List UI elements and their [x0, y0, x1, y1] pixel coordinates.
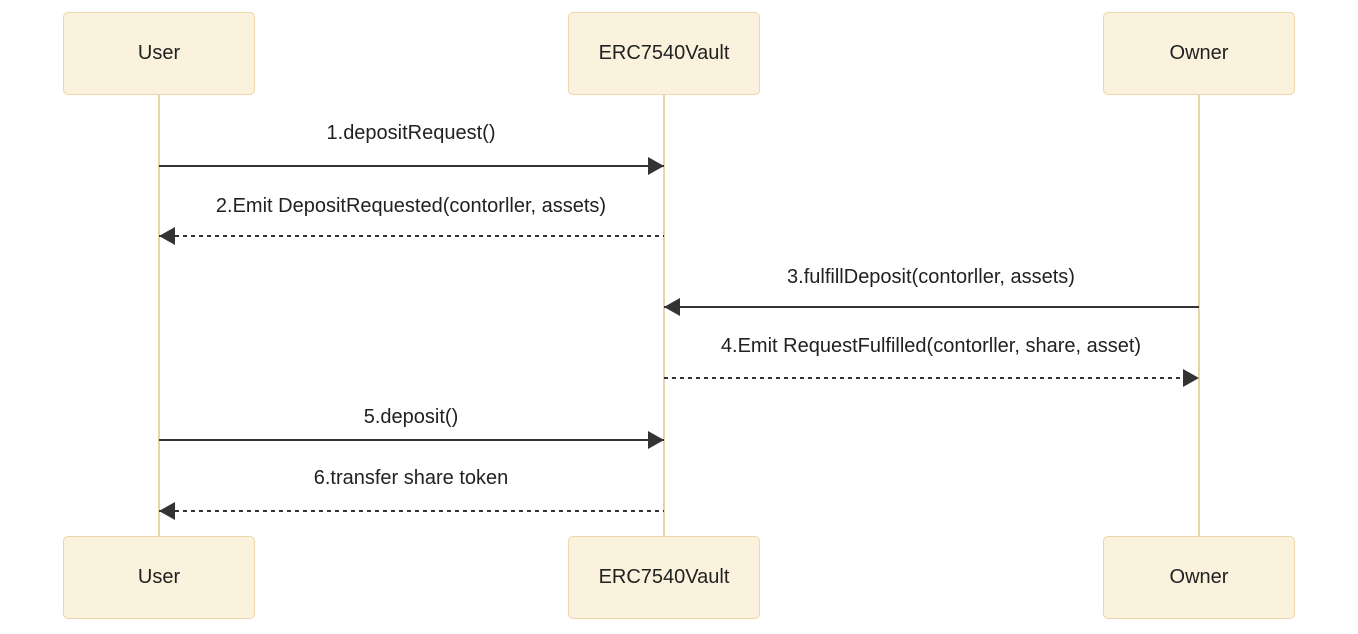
message-4-line [664, 377, 1199, 379]
message-6-label: 6.transfer share token [313, 467, 509, 489]
message-1-arrowhead [648, 157, 664, 175]
actor-label-owner-bottom: Owner [1169, 566, 1229, 588]
message-2-label: 2.Emit DepositRequested(contorller, asse… [215, 195, 607, 217]
actor-label-user: User [137, 42, 181, 64]
message-3-line [664, 306, 1199, 308]
message-2-line [159, 235, 664, 237]
message-5-line [159, 439, 664, 441]
message-4-arrowhead [1183, 369, 1199, 387]
actor-box-erc7540vault-bottom: ERC7540Vault [568, 536, 760, 619]
actor-box-user-top: User [63, 12, 255, 95]
message-5-arrowhead [648, 431, 664, 449]
message-6-arrowhead [159, 502, 175, 520]
actor-label-owner: Owner [1169, 42, 1229, 64]
message-1-line [159, 165, 664, 167]
message-1-label: 1.depositRequest() [326, 122, 496, 144]
actor-label-erc7540vault-bottom: ERC7540Vault [598, 566, 730, 588]
actor-box-owner-bottom: Owner [1103, 536, 1295, 619]
message-3-label: 3.fulfillDeposit(contorller, assets) [787, 266, 1075, 288]
message-5-label: 5.deposit() [363, 406, 459, 428]
message-2-arrowhead [159, 227, 175, 245]
actor-box-owner-top: Owner [1103, 12, 1295, 95]
message-6-line [159, 510, 664, 512]
actor-label-user-bottom: User [137, 566, 181, 588]
actor-label-erc7540vault: ERC7540Vault [598, 42, 730, 64]
lifeline-owner [1198, 95, 1200, 536]
actor-box-user-bottom: User [63, 536, 255, 619]
message-4-label: 4.Emit RequestFulfilled(contorller, shar… [720, 335, 1142, 357]
message-3-arrowhead [664, 298, 680, 316]
lifeline-user [158, 95, 160, 536]
actor-box-erc7540vault-top: ERC7540Vault [568, 12, 760, 95]
